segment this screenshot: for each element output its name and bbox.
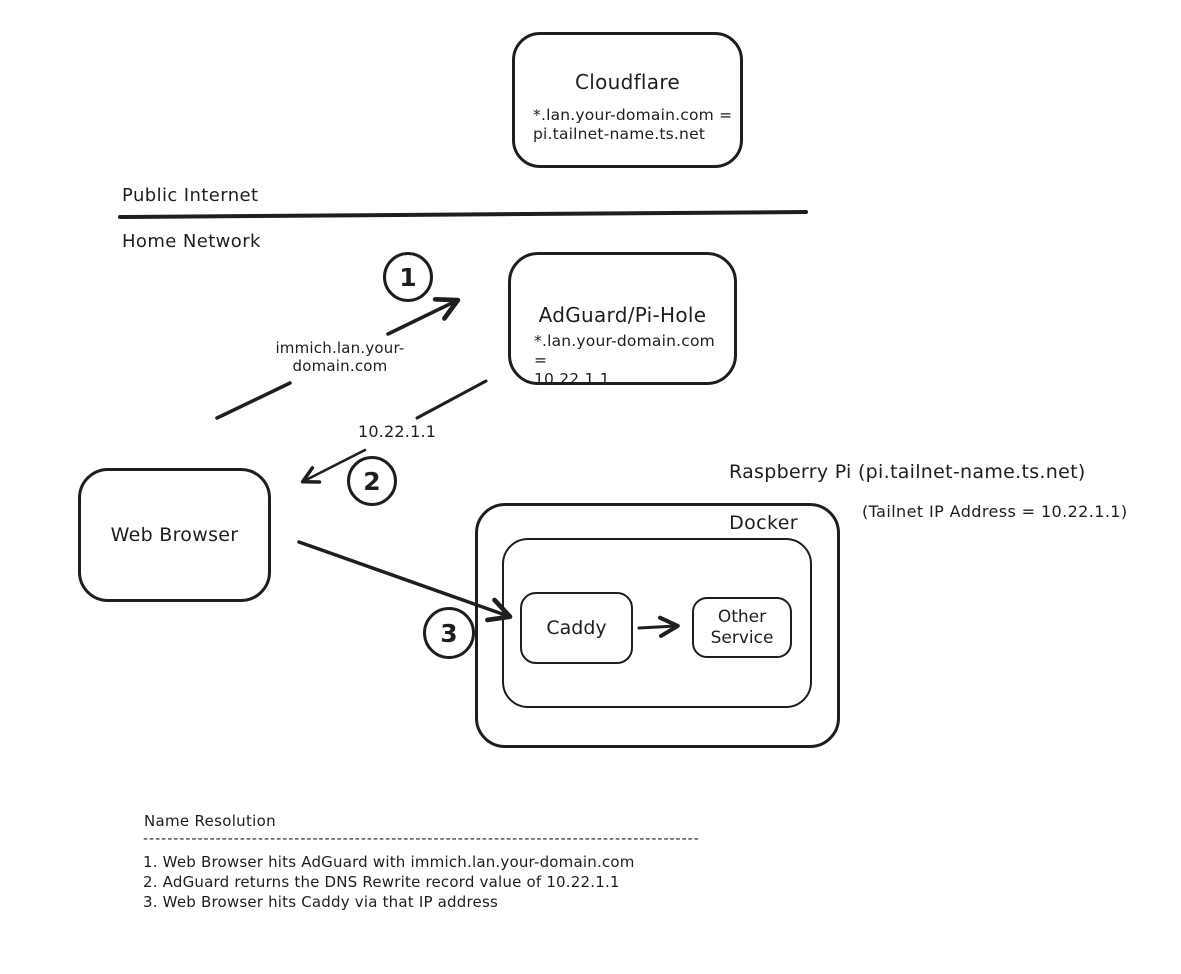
adguard-dns-rewrite-record: *.lan.your-domain.com = 10.22.1.1 bbox=[534, 332, 729, 389]
adguard-pihole-node bbox=[508, 252, 737, 385]
cloudflare-dns-record-line2: pi.tailnet-name.ts.net bbox=[533, 125, 706, 143]
step-2-badge: 2 bbox=[347, 456, 397, 506]
raspberry-pi-label: Raspberry Pi (pi.tailnet-name.ts.net) bbox=[729, 461, 1086, 483]
arrow-1-tail-segment bbox=[215, 381, 292, 420]
caddy-node-title: Caddy bbox=[546, 617, 607, 639]
cloudflare-node-title: Cloudflare bbox=[574, 70, 681, 94]
cloudflare-dns-record: *.lan.your-domain.com = pi.tailnet-name.… bbox=[533, 106, 733, 144]
step-3-badge: 3 bbox=[423, 607, 475, 659]
note-step-3: 3. Web Browser hits Caddy via that IP ad… bbox=[143, 893, 498, 911]
web-browser-node-title: Web Browser bbox=[110, 524, 239, 546]
step-1-number: 1 bbox=[399, 262, 417, 292]
step-1-badge: 1 bbox=[383, 252, 433, 302]
notes-divider-dashes: ----------------------------------------… bbox=[143, 831, 700, 847]
adguard-node-title: AdGuard/Pi-Hole bbox=[538, 303, 707, 327]
note-step-2: 2. AdGuard returns the DNS Rewrite recor… bbox=[143, 873, 620, 891]
web-browser-node bbox=[78, 468, 271, 602]
public-internet-zone-label: Public Internet bbox=[122, 185, 259, 206]
notes-title: Name Resolution bbox=[144, 812, 276, 830]
note-step-1: 1. Web Browser hits AdGuard with immich.… bbox=[143, 853, 635, 871]
docker-label: Docker bbox=[729, 512, 798, 534]
step-2-number: 2 bbox=[363, 466, 381, 496]
request-domain-line1: immich.lan.your- bbox=[275, 339, 405, 357]
cloudflare-node bbox=[512, 32, 743, 168]
tailnet-ip-label: (Tailnet IP Address = 10.22.1.1) bbox=[862, 502, 1128, 521]
request-domain-edge-label: immich.lan.your- domain.com bbox=[272, 339, 408, 375]
adguard-dns-rewrite-line2: 10.22.1.1 bbox=[534, 370, 610, 388]
request-domain-line2: domain.com bbox=[292, 357, 388, 375]
home-network-zone-label: Home Network bbox=[122, 231, 261, 252]
resolved-ip-edge-label: 10.22.1.1 bbox=[358, 422, 437, 441]
arrow-1-browser-to-adguard bbox=[386, 296, 461, 336]
internet-home-divider-line bbox=[118, 210, 808, 219]
cloudflare-dns-record-line1: *.lan.your-domain.com = bbox=[533, 106, 733, 124]
adguard-dns-rewrite-line1: *.lan.your-domain.com = bbox=[534, 332, 715, 369]
other-service-node: Other Service bbox=[692, 597, 792, 658]
other-service-node-title: Other Service bbox=[710, 606, 774, 648]
caddy-node: Caddy bbox=[520, 592, 633, 664]
step-3-number: 3 bbox=[440, 618, 458, 648]
arrow-2-tail-segment bbox=[415, 379, 488, 420]
